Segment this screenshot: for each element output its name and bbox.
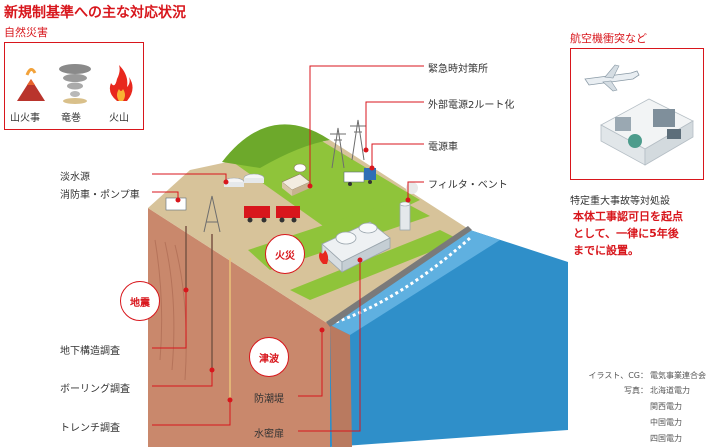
sea [330, 230, 568, 447]
callout-seawall: 防潮堤 [254, 394, 284, 405]
aircraft-box [570, 48, 704, 180]
credit-photo-label: 写真： [624, 386, 648, 395]
credit-illust-value: 電気事業連合会 [650, 371, 706, 380]
callout-anchor-dots [175, 147, 411, 403]
tsunami-hazard-badge: 津波 [249, 337, 289, 377]
callout-underground-survey: 地下構造調査 [60, 346, 120, 357]
wildfire-icon [17, 68, 45, 101]
aircraft-heading: 航空機衝突など [570, 32, 647, 45]
credit-photo-value: 関西電力 [650, 402, 682, 411]
credit-photo-value: 中国電力 [650, 418, 682, 427]
credit-photo-value: 北海道電力 [650, 386, 690, 395]
fire-icon [109, 65, 133, 101]
boring-rig-icon [203, 195, 221, 233]
natural-disasters-box: 山火事 竜巻 火山 [4, 42, 144, 130]
callout-emergency-center: 緊急時対策所 [428, 64, 488, 75]
callout-power-vehicle: 電源車 [428, 142, 458, 153]
seawall [326, 226, 472, 327]
earthquake-hazard-badge: 地震 [120, 281, 160, 321]
filter-vent-icon [399, 182, 418, 231]
fire-truck-icon [165, 197, 300, 223]
callout-external-power: 外部電源2ルート化 [428, 100, 515, 111]
facility-label: 特定重大事故等対処設 [570, 196, 670, 207]
emergency-center-icon [281, 163, 311, 196]
page-title: 新規制基準への主な対応状況 [4, 5, 186, 21]
natural-disaster-icons [17, 64, 133, 104]
callout-fresh-water: 淡水源 [60, 172, 90, 183]
callout-filter-vent: フィルタ・ベント [428, 180, 508, 191]
callout-trench-survey: トレンチ調査 [60, 423, 120, 434]
ground-cross-section [148, 208, 330, 447]
aircraft-facility-illustration [584, 64, 694, 166]
reactor-building-icon [321, 221, 391, 273]
callout-fire-truck: 消防車・ポンプ車 [60, 190, 140, 201]
wildfire-label: 山火事 [10, 113, 40, 124]
credit-photo-value: 四国電力 [650, 434, 682, 443]
power-pylons-icon [330, 119, 366, 169]
fire-hazard-badge: 火災 [265, 234, 305, 274]
power-vehicle-icon [343, 168, 376, 186]
fresh-water-tanks-icon [223, 173, 265, 187]
facility-deadline-note: 本体工事認可日を起点として、一律に5年後までに設置。 [573, 210, 683, 257]
callout-watertight-door: 水密扉 [254, 429, 284, 440]
hill [222, 124, 330, 168]
fire-icon [319, 250, 329, 264]
volcano-label: 火山 [109, 113, 129, 124]
callout-boring-survey: ボーリング調査 [60, 384, 130, 395]
tornado-label: 竜巻 [61, 113, 81, 124]
airplane-icon [584, 64, 640, 92]
grass-terrace-lower [290, 230, 460, 300]
natural-disasters-heading: 自然災害 [4, 26, 48, 39]
credit-illust-label: イラスト、CG： [588, 371, 648, 380]
callout-leader-lines [152, 65, 424, 432]
waves [335, 236, 471, 324]
facility-building-icon [600, 98, 694, 166]
tornado-icon [59, 64, 91, 104]
